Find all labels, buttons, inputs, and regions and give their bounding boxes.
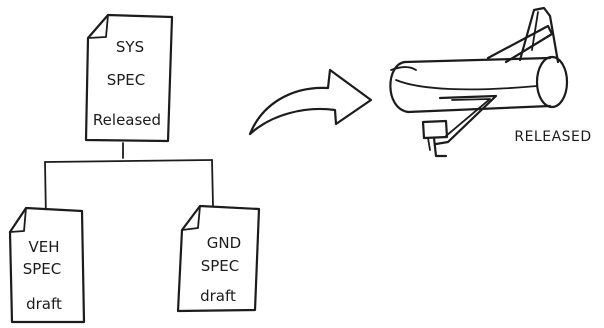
sys-spec-document: SYS SPEC Released — [86, 15, 172, 141]
curved-arrow-icon — [250, 70, 371, 134]
gnd-spec-line1: GND — [207, 234, 241, 252]
veh-spec-line1: VEH — [28, 238, 59, 256]
veh-spec-status: draft — [26, 295, 62, 313]
airplane-caption: RELEASED — [514, 129, 591, 145]
gnd-spec-line2: SPEC — [201, 257, 240, 275]
sys-spec-line1: SYS — [116, 38, 144, 56]
gnd-spec-document: GND SPEC draft — [178, 206, 259, 311]
sys-spec-status: Released — [93, 111, 161, 129]
hierarchy-connectors — [45, 143, 213, 220]
veh-spec-document: VEH SPEC draft — [10, 208, 84, 322]
gnd-spec-status: draft — [200, 287, 236, 305]
sys-spec-line2: SPEC — [107, 71, 146, 89]
veh-spec-line2: SPEC — [23, 260, 62, 278]
